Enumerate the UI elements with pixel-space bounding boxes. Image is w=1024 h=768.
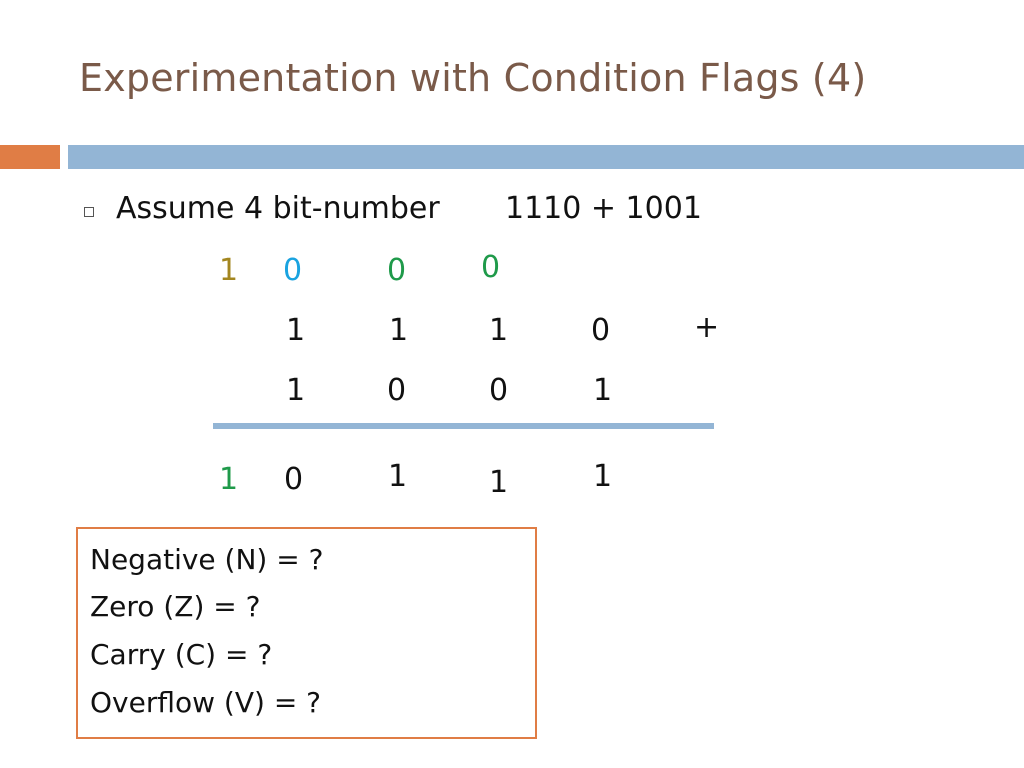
result-digit: 1 — [489, 465, 509, 500]
carry-digit: 0 — [481, 250, 501, 285]
operand-b-digit: 0 — [489, 373, 509, 408]
sum-line — [213, 423, 714, 429]
result-digit: 1 — [593, 459, 613, 494]
flag-overflow: Overflow (V) = ? — [90, 686, 322, 719]
result-digit: 0 — [284, 462, 304, 497]
flag-zero: Zero (Z) = ? — [90, 590, 261, 623]
title-band-accent — [0, 145, 60, 169]
bullet-text: Assume 4 bit-number — [116, 191, 440, 226]
plus-sign: + — [694, 310, 720, 345]
carry-digit: 0 — [387, 253, 407, 288]
operand-b-digit: 0 — [387, 373, 407, 408]
operand-a-digit: 1 — [286, 313, 306, 348]
bullet-square-icon — [84, 207, 94, 217]
title-band — [68, 145, 1024, 169]
result-digit: 1 — [219, 462, 239, 497]
operand-b-digit: 1 — [593, 373, 613, 408]
flags-box: Negative (N) = ? Zero (Z) = ? Carry (C) … — [76, 527, 537, 739]
operand-a-digit: 1 — [389, 313, 409, 348]
bullet-expression: 1110 + 1001 — [505, 191, 702, 226]
operand-a-digit: 1 — [489, 313, 509, 348]
operand-a-digit: 0 — [591, 313, 611, 348]
carry-digit: 1 — [219, 253, 239, 288]
flag-carry: Carry (C) = ? — [90, 638, 273, 671]
carry-digit: 0 — [283, 253, 303, 288]
operand-b-digit: 1 — [286, 373, 306, 408]
flag-negative: Negative (N) = ? — [90, 543, 324, 576]
result-digit: 1 — [388, 459, 408, 494]
slide-title: Experimentation with Condition Flags (4) — [79, 56, 867, 100]
